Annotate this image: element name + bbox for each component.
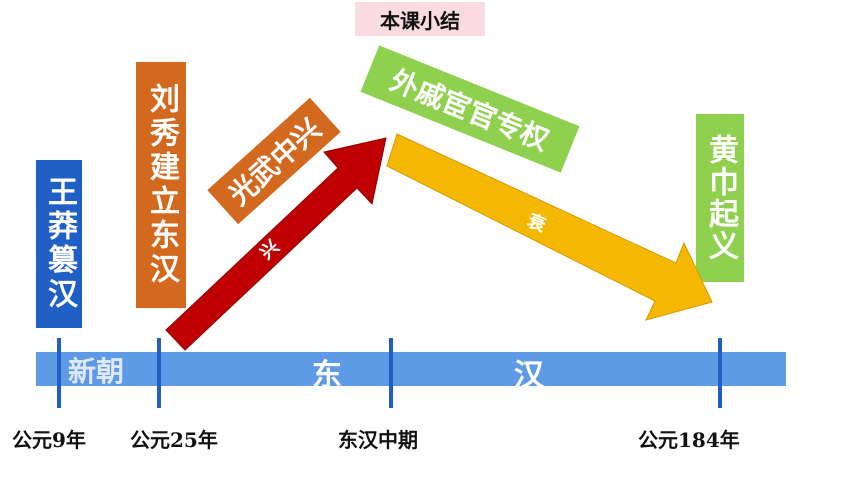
timeline-band [36, 352, 786, 386]
tick-1 [57, 338, 61, 408]
tick-4 [718, 338, 722, 408]
event-wang-mang: 王莽篡汉 [36, 160, 82, 328]
date-2: 公元25年 [130, 428, 218, 452]
date-3: 东汉中期 [338, 428, 418, 452]
date-1: 公元9年 [12, 428, 86, 452]
page-title: 本课小结 [355, 2, 485, 36]
tick-3 [389, 338, 393, 408]
event-liu-xiu: 刘秀建立东汉 [136, 62, 186, 308]
tick-2 [157, 338, 161, 408]
event-huangjin: 黄巾起义 [696, 114, 744, 282]
timeline-xinchao: 新朝 [68, 355, 125, 388]
rise-arrow [165, 137, 387, 351]
decline-arrow [386, 133, 713, 321]
timeline-dong: 东 [312, 358, 342, 393]
timeline-han: 汉 [514, 358, 544, 393]
date-4: 公元184年 [638, 428, 740, 452]
